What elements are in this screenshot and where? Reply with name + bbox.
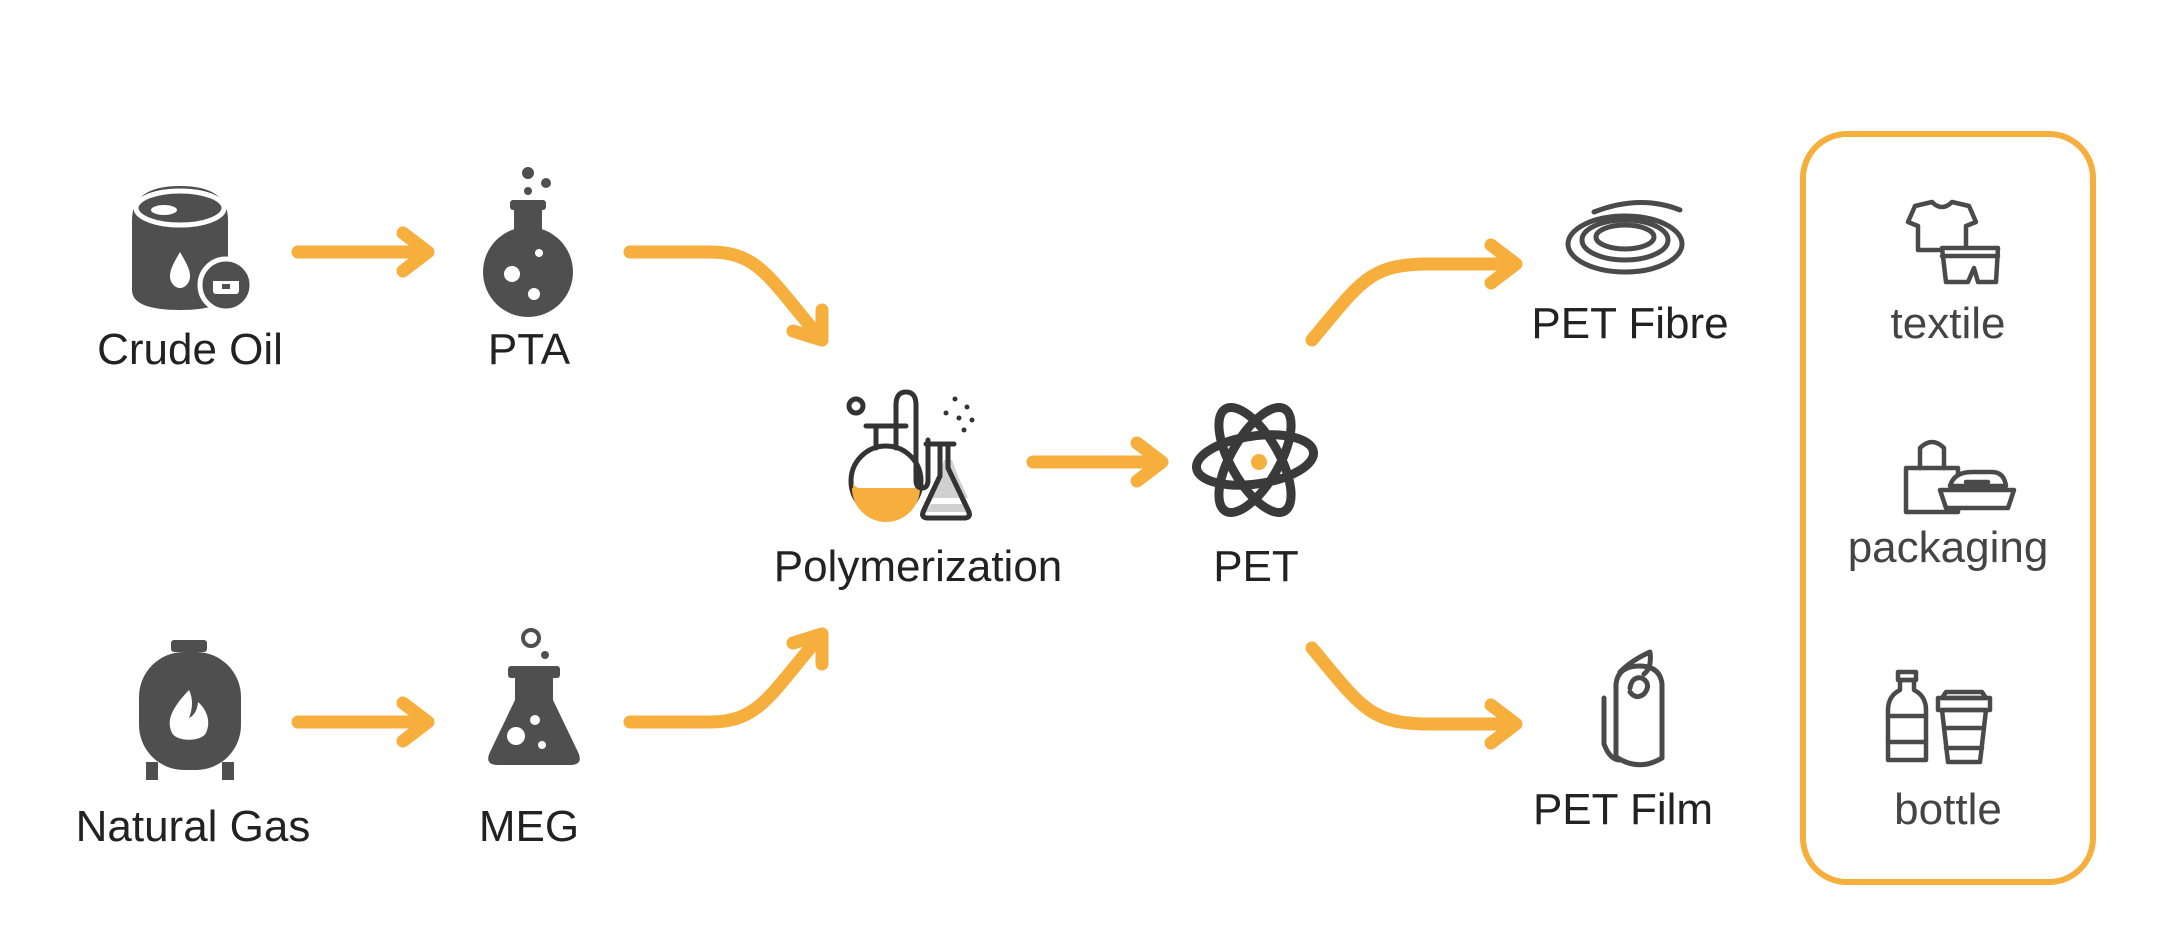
oil-barrel-icon bbox=[132, 186, 255, 314]
pta-label: PTA bbox=[487, 325, 571, 374]
arrow-polymerization-to-pet bbox=[1026, 436, 1169, 488]
arrow-crude-oil-to-pta bbox=[291, 226, 435, 278]
arrow-pta-to-polymerization bbox=[623, 245, 829, 347]
pet-film-label: PET Film bbox=[1532, 785, 1714, 834]
conical-flask-icon bbox=[488, 628, 580, 765]
arrow-pet-to-pet-fibre bbox=[1305, 238, 1523, 347]
gas-tank-icon bbox=[139, 640, 241, 780]
applications-box bbox=[1800, 131, 2096, 885]
pet-fibre-label: PET Fibre bbox=[1531, 299, 1729, 348]
clothing-icon bbox=[1905, 199, 2001, 285]
atom-icon bbox=[1191, 403, 1319, 517]
crude-oil-label: Crude Oil bbox=[97, 325, 283, 374]
arrow-natural-gas-to-meg bbox=[291, 696, 435, 748]
textile-label: textile bbox=[1890, 299, 2006, 348]
packaging-label: packaging bbox=[1847, 523, 2049, 572]
bottle-label: bottle bbox=[1894, 785, 2002, 834]
arrow-pet-to-pet-film bbox=[1305, 641, 1523, 750]
arrow-meg-to-polymerization bbox=[623, 627, 829, 729]
meg-label: MEG bbox=[478, 802, 580, 851]
polymerization-label: Polymerization bbox=[773, 542, 1063, 591]
round-flask-icon bbox=[483, 167, 573, 317]
natural-gas-label: Natural Gas bbox=[75, 802, 311, 851]
film-roll-icon bbox=[1601, 649, 1665, 768]
packaging-icon bbox=[1903, 439, 2017, 515]
pet-label: PET bbox=[1213, 542, 1299, 591]
lab-apparatus-icon bbox=[846, 389, 975, 522]
fibre-coil-icon bbox=[1565, 200, 1685, 275]
bottle-cup-icon bbox=[1885, 669, 1993, 765]
